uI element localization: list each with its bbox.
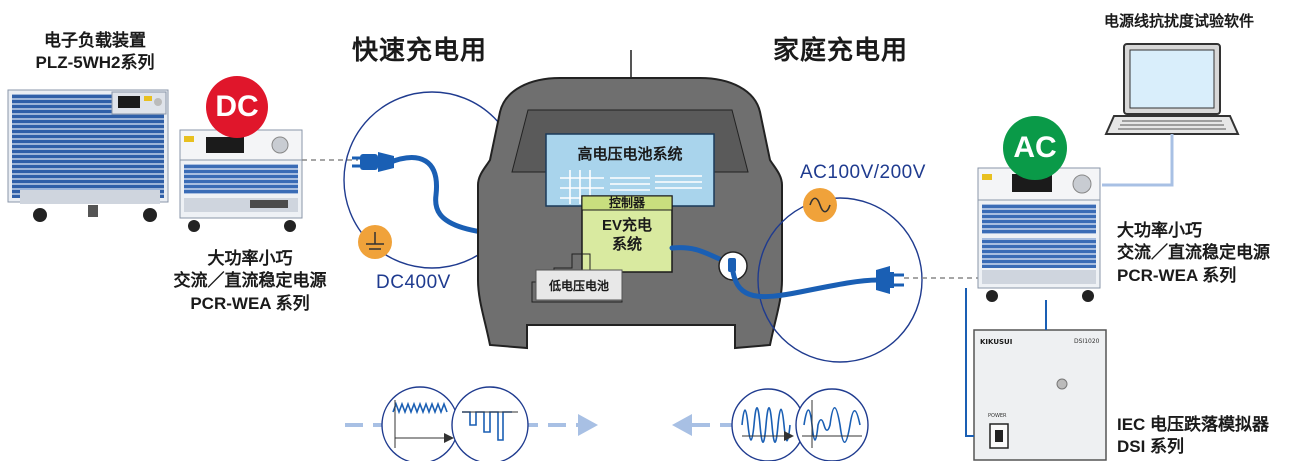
- dc-badge: DC: [206, 76, 268, 138]
- dsi-model: DSI1020: [1074, 338, 1100, 345]
- electronic-load-device: [7, 89, 169, 222]
- plug-icon: [876, 266, 904, 294]
- laptop-icon: [1104, 43, 1240, 135]
- dc-voltage-label: DC400V: [376, 272, 451, 293]
- hv-battery-panel: [545, 133, 715, 207]
- dc-source-icon: [358, 225, 392, 259]
- software-label: 电源线抗扰度试验软件: [1104, 13, 1255, 30]
- right-power-supply-device: [977, 167, 1101, 302]
- lv-battery-box: [535, 269, 623, 301]
- dc-waveform-section: [345, 386, 598, 461]
- ac-voltage-label: AC100V/200V: [800, 162, 926, 183]
- left-device-title: 电子负载装置 PLZ-5WH2系列: [35, 31, 155, 73]
- dsi-brand: KIKUSUI: [980, 338, 1013, 346]
- lv-battery-label: 低电压电池: [548, 279, 609, 293]
- ac-source-icon: [803, 188, 837, 222]
- left-power-supply-device: [179, 129, 303, 232]
- dsi-power-label: POWER: [988, 413, 1007, 419]
- car-inlet-icon: [718, 251, 748, 281]
- dsi-link: [965, 288, 974, 437]
- home-charge-circle: [757, 197, 923, 363]
- plug-icon: [352, 152, 394, 172]
- dsi-knob: [1056, 378, 1068, 390]
- hv-battery-label: 高电压电池系统: [577, 146, 683, 163]
- dsi-title: IEC 电压跌落模拟器 DSI 系列: [1117, 415, 1270, 457]
- home-charge-heading: 家庭充电用: [773, 35, 909, 65]
- fast-charge-heading: 快速充电用: [352, 35, 488, 65]
- controller-strip: [581, 195, 673, 211]
- ac-badge: AC: [1003, 116, 1067, 180]
- controller-label: 控制器: [608, 196, 645, 210]
- right-supply-title: 大功率小巧 交流／直流稳定电源 PCR-WEA 系列: [1117, 221, 1270, 285]
- laptop-link: [1102, 134, 1174, 187]
- ev-charge-label: EV充电 系统: [601, 217, 652, 253]
- left-supply-title: 大功率小巧 交流／直流稳定电源 PCR-WEA 系列: [173, 249, 327, 313]
- ac-cable: [730, 269, 881, 299]
- ac-waveform-section: [672, 388, 869, 461]
